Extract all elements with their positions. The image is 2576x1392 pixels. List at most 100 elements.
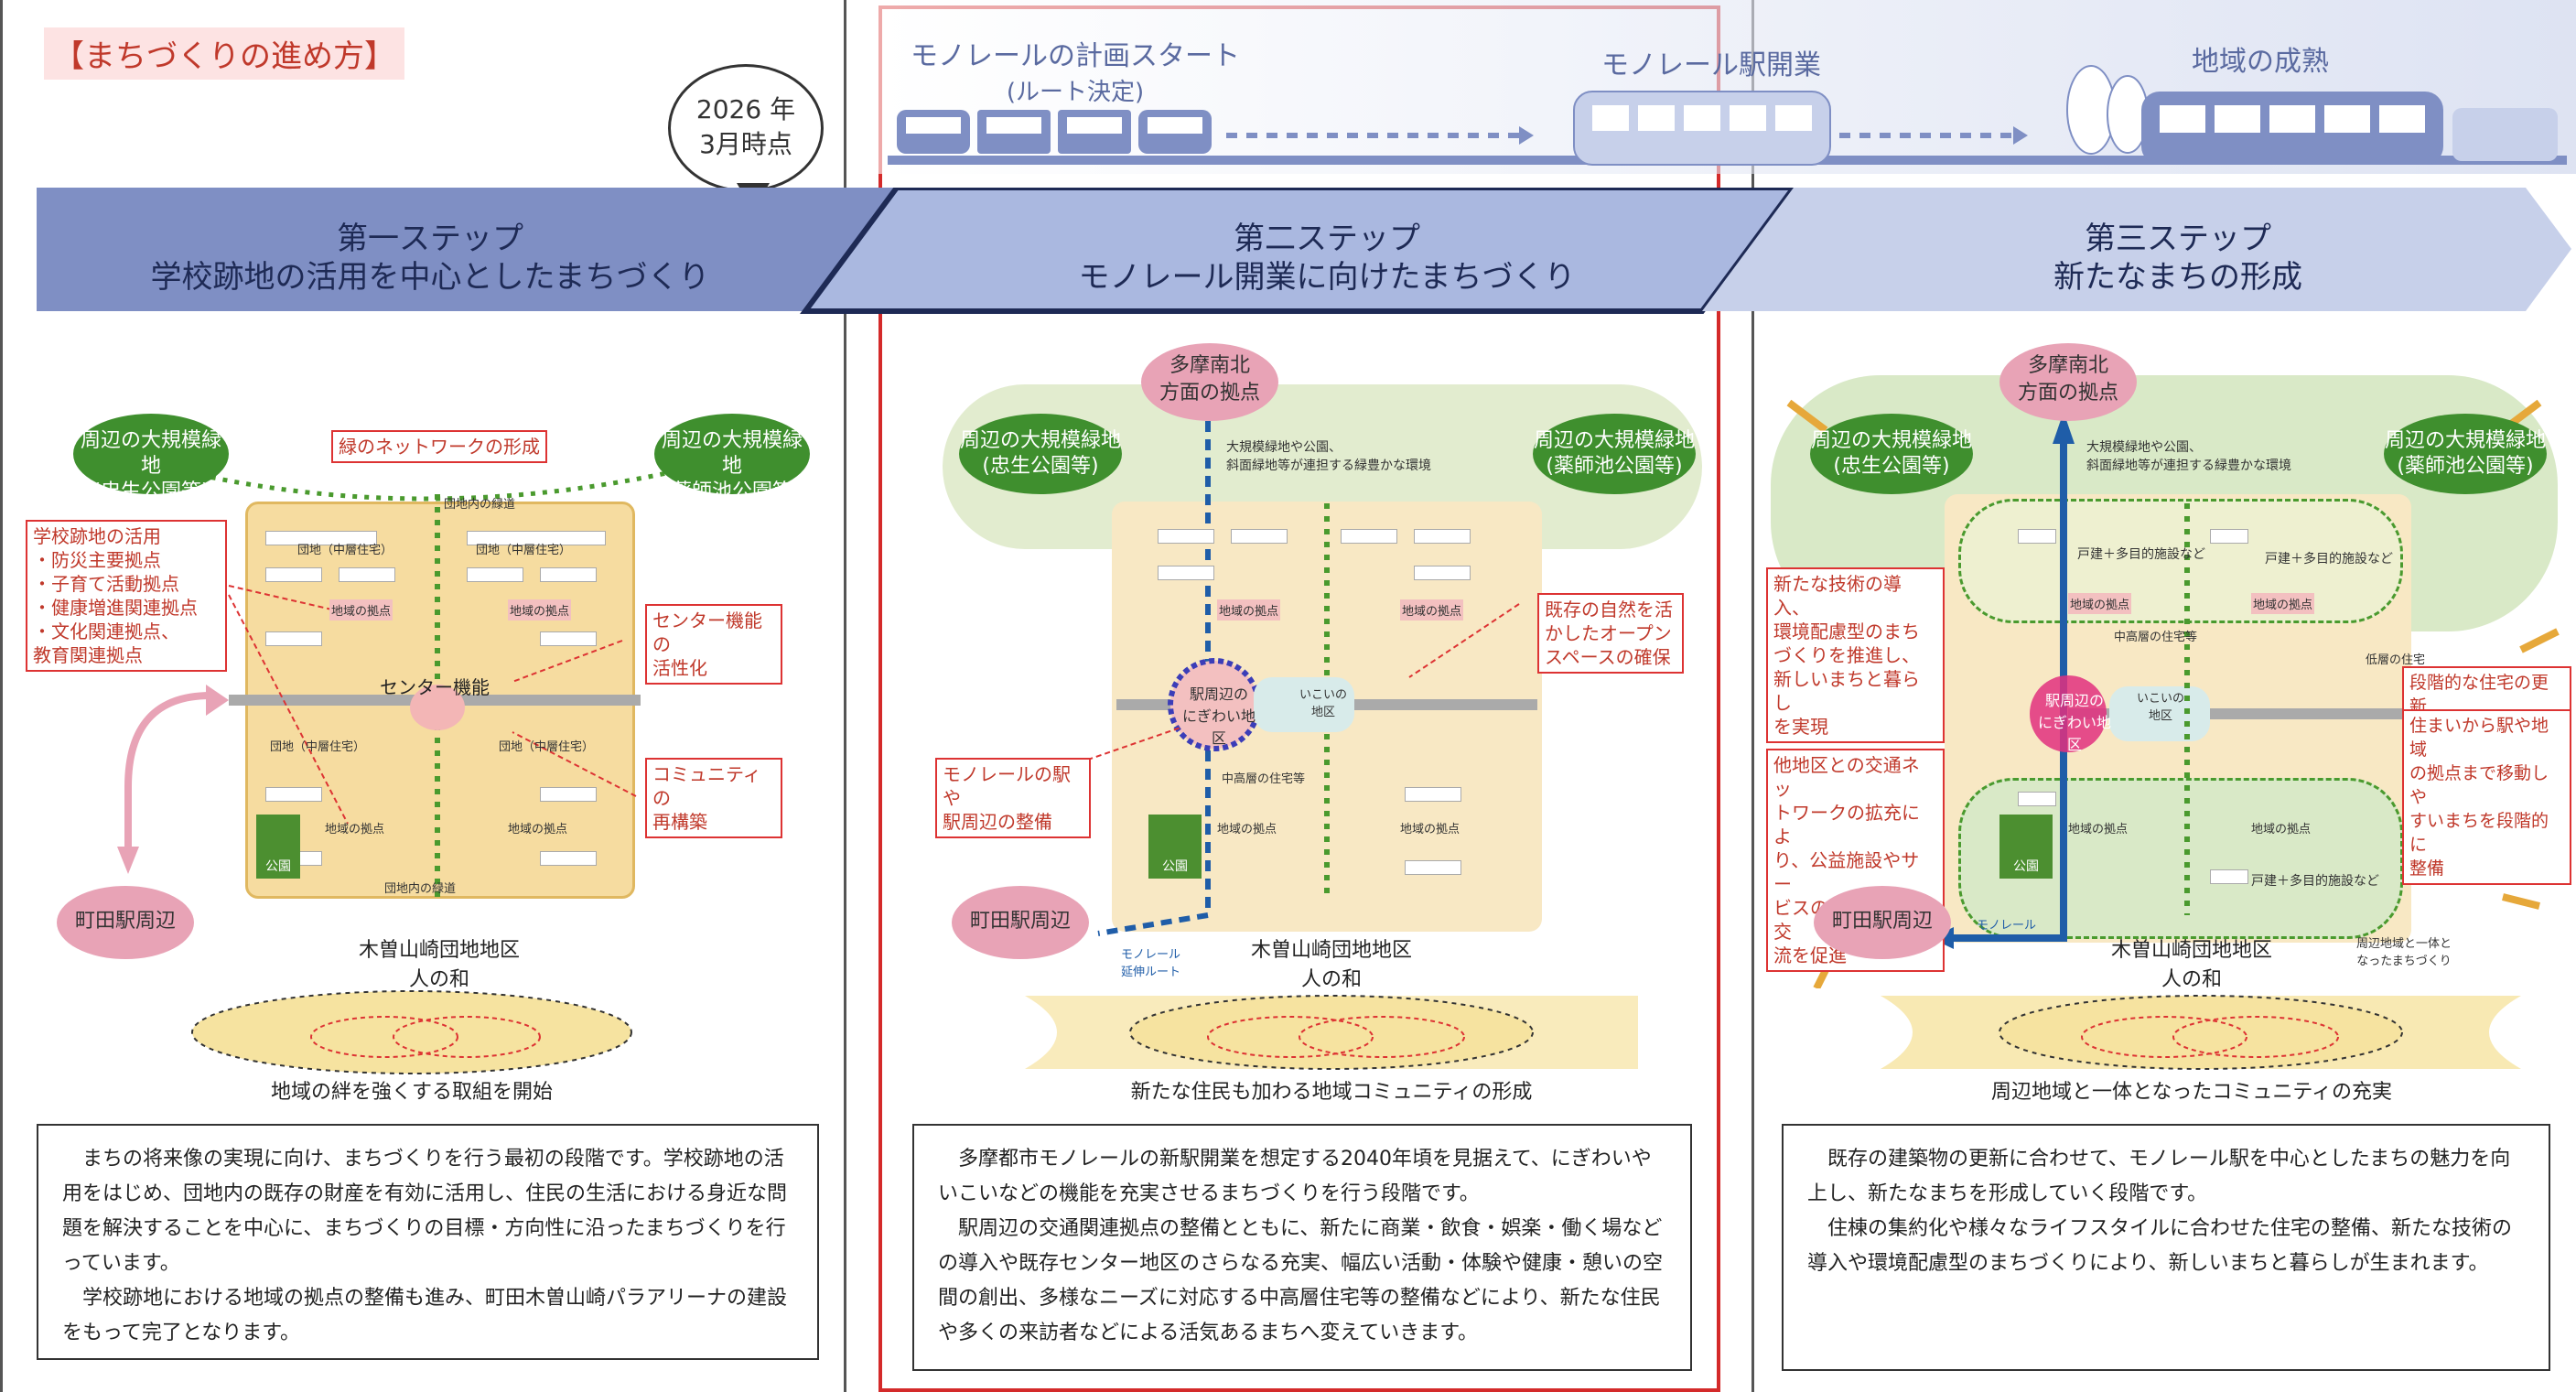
p1-school-line: 学校跡地の活用 (33, 525, 161, 547)
p3-tech-box: 新たな技術の導入、 環境配慮型のまち づくりを推進し、 新しいまちと暮らし を実… (1766, 567, 1945, 743)
p1-green-network-box: 緑のネットワークの形成 (331, 430, 547, 463)
p3-caption: 周辺地域と一体となったコミュニティの充実 (1990, 1081, 2393, 1104)
p3-green-note-line: 大規模緑地や公園、 (2086, 440, 2202, 455)
p3-integrated-line: 周辺地域と一体と (2356, 937, 2452, 951)
stage-2-label: モノレール駅開業 (1601, 49, 1821, 81)
p3-community-ellipse (1881, 995, 2521, 1070)
p3-area-name: 木曽山崎団地地区 人の和 (2064, 933, 2320, 992)
p2-mid-rise-label: 中高層の住宅等 (1222, 772, 1306, 786)
p1-green-right-line2: (薬師池公園等) (663, 480, 801, 503)
step1-title: 第一ステップ 学校跡地の活用を中心としたまちづくり (82, 220, 778, 297)
p1-center-box: センター機能の 活性化 (645, 604, 782, 685)
p1-caption: 地域の絆を強くする取組を開始 (270, 1081, 553, 1104)
p1-green-right-line1: 周辺の大規模緑地 (661, 429, 803, 478)
p2-ikoi-line: 地区 (1311, 706, 1336, 719)
step2-subtitle: モノレール開業に向けたまちづくり (1078, 259, 1576, 296)
stage-1-line2: (ルート決定) (1006, 79, 1145, 106)
p1-park: 公園 (256, 815, 300, 879)
p1-ryokudo-bottom: 団地内の緑道 (384, 882, 457, 896)
p3-green-cluster-top (1958, 499, 2403, 623)
step1-subtitle: 学校跡地の活用を中心としたまちづくり (150, 259, 710, 296)
p2-monorail-route-line: モノレール (1121, 948, 1181, 962)
p1-community-box-line: 再構築 (652, 811, 707, 833)
stage-1-line1: モノレールの計画スタート (911, 40, 1240, 72)
p3-green-right: 周辺の大規模緑地 (薬師池公園等) (2384, 414, 2547, 494)
p2-ikoi-label: いこいの 地区 (1299, 685, 1347, 719)
p3-station-label: 駅周辺の にぎわい地区 (2036, 688, 2113, 754)
p1-green-right: 周辺の大規模緑地 (薬師池公園等) (654, 414, 810, 503)
p1-building (265, 787, 322, 802)
p2-tama-node: 多摩南北 方面の拠点 (1141, 343, 1278, 421)
p1-building (467, 531, 606, 545)
p1-chiiki-1: 地域の拠点 (329, 599, 393, 620)
p1-park-label: 公園 (265, 859, 291, 874)
section-title: 【まちづくりの進め方】 (44, 27, 404, 80)
p2-station-box-line: 駅周辺の整備 (943, 811, 1052, 833)
p2-green-note: 大規模緑地や公園、 斜面緑地等が連担する緑豊かな環境 (1226, 437, 1431, 474)
p2-open-space-box: 既存の自然を活 かしたオープン スペースの確保 (1537, 593, 1684, 674)
p2-monorail-extension (1097, 912, 1209, 936)
tree-icon (2066, 65, 2149, 155)
p1-center-label: センター機能 (380, 676, 490, 698)
p3-building (2210, 869, 2248, 884)
p3-stepwise-note-line: 整備 (2409, 858, 2445, 879)
p2-ikoi-zone (1254, 677, 1354, 732)
p3-area-name-line: 木曽山崎団地地区 (2110, 939, 2272, 962)
p3-ikoi-line: 地区 (2149, 709, 2173, 723)
p3-station-label-line: にぎわい地区 (2037, 714, 2111, 753)
p1-pink-arrowhead (117, 847, 139, 874)
timeline-arrow-1-head (1519, 126, 1534, 145)
step2-title: 第二ステップ モノレール開業に向けたまちづくり (933, 220, 1720, 297)
p1-chiiki-3: 地域の拠点 (325, 823, 385, 836)
p2-green-right: 周辺の大規模緑地 (薬師池公園等) (1533, 414, 1696, 494)
p3-text-para: 住棟の集約化や様々なライフスタイルに合わせた住宅の整備、新たな技術の導入や環境配… (1807, 1217, 2513, 1275)
p1-danchi-label-2: 団地（中層住宅） (476, 544, 572, 557)
p3-stepwise-note-line: の拠点まで移動しや (2409, 763, 2549, 807)
panel-divider-left (0, 0, 3, 1392)
p1-pink-arrowhead-2 (206, 685, 229, 716)
p3-station-circle (2030, 675, 2107, 752)
p2-area-name: 木曽山崎団地地区 人の和 (1203, 933, 1460, 992)
p3-green-note-line: 斜面緑地等が連担する緑豊かな環境 (2086, 459, 2291, 473)
p1-area-name: 木曽山崎団地地区 人の和 (311, 933, 567, 992)
p2-building (1414, 566, 1471, 580)
p2-building (1341, 529, 1397, 544)
p3-chiiki-2: 地域の拠点 (2251, 593, 2315, 614)
p1-text-para: 学校跡地における地域の拠点の整備も進み、町田木曽山崎パラアリーナの建設をもって完… (62, 1287, 788, 1344)
p3-integrated-label: 周辺地域と一体と なったまちづくり (2356, 933, 2452, 968)
p3-tech-line: づくりを推進し、 (1773, 644, 1920, 666)
p2-area-name-line: 木曽山崎団地地区 (1250, 939, 1412, 962)
p2-open-space-line: スペースの確保 (1545, 646, 1671, 668)
p1-school-line: ・子育て活動拠点 (33, 573, 179, 595)
p1-chiiki-2: 地域の拠点 (508, 599, 572, 620)
p3-low-rise-label: 低層の住宅 (2366, 653, 2426, 667)
p1-green-network-line (164, 464, 696, 502)
p1-building (265, 531, 377, 545)
step2-name: 第二ステップ (1234, 221, 1420, 257)
p2-building (1231, 529, 1288, 544)
p1-area-sub: 人の和 (408, 968, 469, 991)
p3-chiiki-1: 地域の拠点 (2068, 593, 2132, 614)
p3-orange-arrow (2502, 893, 2540, 910)
p3-green-left: 周辺の大規模緑地 (忠生公園等) (1810, 414, 1973, 494)
p1-green-left-line2: (忠生公園等) (92, 480, 210, 503)
p3-orange-arrow (1786, 399, 1828, 434)
p2-building (1405, 860, 1461, 875)
p3-text-para: 既存の建築物の更新に合わせて、モノレール駅を中心としたまちの魅力を向上し、新たな… (1807, 1148, 2511, 1205)
p1-danchi-label-4: 団地（中層住宅） (499, 740, 595, 754)
p2-station-label-line: にぎわい地区 (1181, 707, 1256, 747)
p2-green-left-line1: 周辺の大規模緑地 (959, 429, 1121, 452)
p2-building (1405, 787, 1461, 802)
p1-school-line: ・健康増進関連拠点 (33, 597, 198, 619)
p2-monorail-route-label: モノレール 延伸ルート (1121, 944, 1180, 979)
p3-tech-line: 新しいまちと暮らし (1773, 668, 1920, 714)
p2-chiiki-4: 地域の拠点 (1400, 823, 1460, 836)
step1-name: 第一ステップ (337, 221, 523, 257)
p3-integrated-line: なったまちづくり (2356, 955, 2452, 968)
stage-3-label: 地域の成熟 (2192, 46, 2329, 78)
p3-tech-line: 環境配慮型のまち (1773, 620, 1920, 642)
p3-park: 公園 (1999, 815, 2053, 879)
p1-building (467, 567, 523, 582)
p1-center-box-line: 活性化 (652, 657, 707, 679)
p3-kodate-label-1: 戸建＋多目的施設など (2077, 547, 2205, 562)
